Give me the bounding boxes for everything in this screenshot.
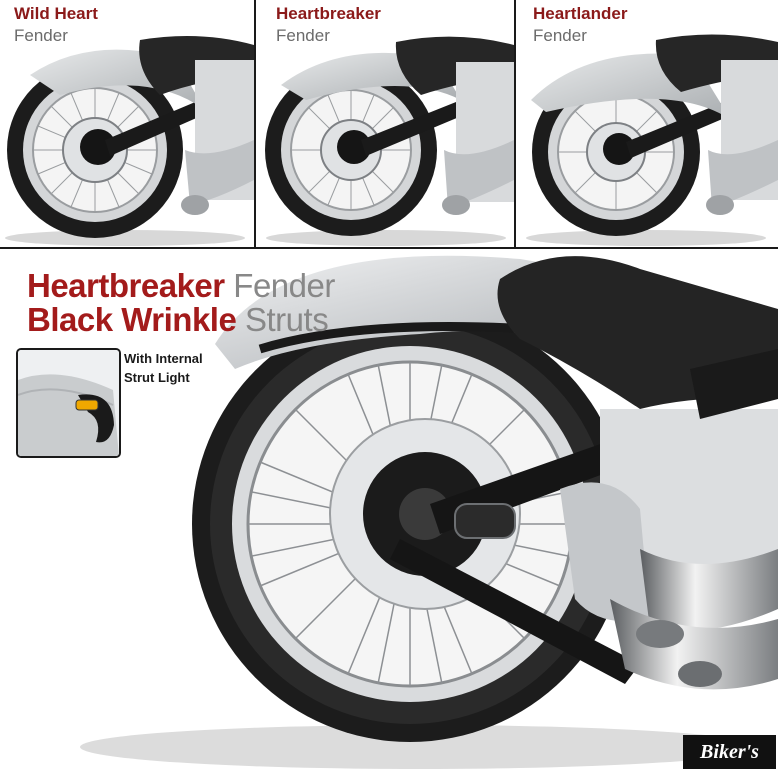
headline-line-1: Heartbreaker Fender xyxy=(27,268,335,304)
panel-subtitle: Fender xyxy=(14,26,68,45)
headline-finish: Black Wrinkle xyxy=(27,301,237,338)
motorcycle-photo-heartbreaker xyxy=(265,36,514,246)
panel-divider-horizontal xyxy=(0,247,778,249)
motorcycle-photo-wild-heart xyxy=(5,36,254,246)
headline-product: Heartbreaker xyxy=(27,267,225,304)
panel-heartbreaker: Heartbreaker Fender xyxy=(256,0,514,248)
panel-heartlander: Heartlander Fender xyxy=(516,0,778,248)
panel-title: Heartlander xyxy=(533,4,628,23)
strut-light-label: With Internal Strut Light xyxy=(124,349,244,387)
panel-subtitle: Fender xyxy=(276,26,330,45)
strut-light-photo xyxy=(18,350,119,456)
strut-light-label-line: With Internal xyxy=(124,351,203,366)
headline-product-type: Fender xyxy=(233,267,335,304)
panel-title: Wild Heart xyxy=(14,4,98,23)
panel-divider xyxy=(254,0,256,248)
panel-divider xyxy=(514,0,516,248)
bikers-store-watermark: Biker's Store xyxy=(683,735,776,777)
motorcycle-photo-main xyxy=(80,255,778,769)
motorcycle-photo-heartlander xyxy=(526,34,778,246)
headline-line-2: Black Wrinkle Struts xyxy=(27,301,329,338)
strut-light-label-line: Strut Light xyxy=(124,370,190,385)
panel-wild-heart: Wild Heart Fender xyxy=(0,0,254,248)
headline-part-type: Struts xyxy=(245,301,329,338)
panel-title: Heartbreaker xyxy=(276,4,381,23)
panel-subtitle: Fender xyxy=(533,26,587,45)
strut-light-inset xyxy=(16,348,121,458)
